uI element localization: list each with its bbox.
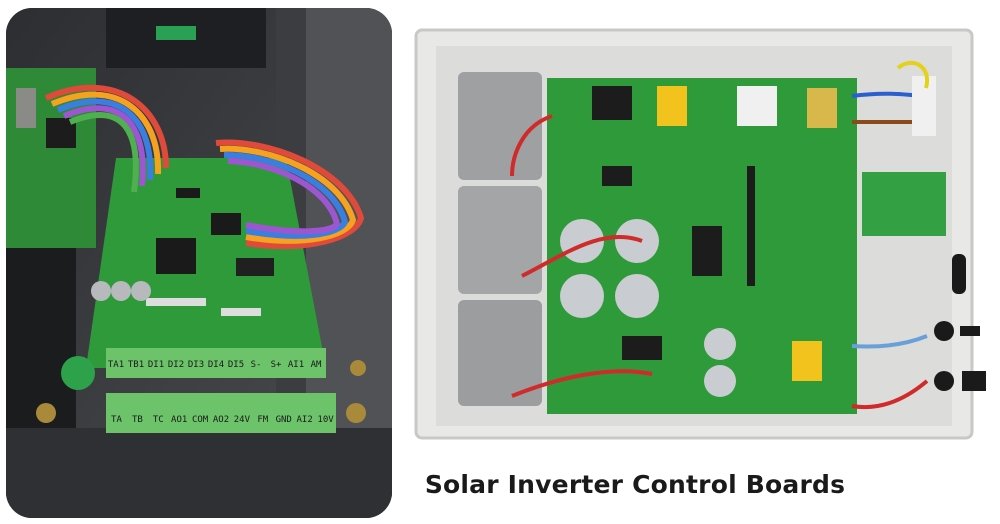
- terminal-label: DI4: [208, 360, 224, 370]
- terminal-label: S+: [271, 360, 282, 370]
- left-photo-control-board: TA1 TB1 DI1 DI2 DI3 DI4 DI5 S- S+ AI1 AM TA TB TC AO1…: [6, 8, 392, 518]
- terminal-label: 24V: [234, 415, 251, 425]
- heatsink-pad-3: [458, 300, 542, 406]
- aux-board: [862, 172, 946, 236]
- dc-connector-2: [934, 371, 954, 391]
- terminal-label: TB: [132, 415, 143, 425]
- capacitor-4: [615, 274, 659, 318]
- terminal-label: DI5: [228, 360, 244, 370]
- capacitor-3: [560, 274, 604, 318]
- terminal-label: TA: [111, 415, 122, 425]
- transformer-bottom: [792, 341, 822, 381]
- ac-terminal: [912, 76, 936, 136]
- manufacturer-badge: [61, 356, 95, 390]
- terminal-label: AI2: [297, 415, 313, 425]
- terminal-label: 10V: [317, 415, 334, 425]
- screw-left: [36, 403, 56, 423]
- heatsink-pad-2: [458, 186, 542, 294]
- ribbon-cable-right: [215, 139, 365, 250]
- terminal-label: AO1: [171, 415, 187, 425]
- blue-wire: [851, 91, 923, 98]
- left-photo-illustration: TA1 TB1 DI1 DI2 DI3 DI4 DI5 S- S+ AI1 AM TA TB TC AO1…: [6, 8, 392, 518]
- terminal-block-top: [106, 348, 326, 378]
- ribbon-cable-left: [44, 84, 169, 193]
- terminal-label: GND: [276, 415, 292, 425]
- terminal-label: S-: [251, 360, 262, 370]
- main-control-board: [86, 158, 326, 368]
- terminal-label: AO2: [213, 415, 229, 425]
- terminal-block-bottom: [106, 393, 336, 433]
- terminal-label: DI2: [168, 360, 184, 370]
- right-photo-power-board: [412, 26, 990, 446]
- terminal-label: TA1: [108, 360, 124, 370]
- terminal-label: AI1: [288, 360, 304, 370]
- transformer-top: [657, 86, 687, 126]
- terminal-label: TB1: [128, 360, 144, 370]
- caption-title: Solar Inverter Control Boards: [424, 470, 846, 499]
- terminal-label: TC: [153, 415, 164, 425]
- dc-connector-1: [934, 321, 954, 341]
- terminal-label: DI3: [188, 360, 204, 370]
- terminal-label: COM: [192, 415, 209, 425]
- terminal-label: FM: [257, 415, 268, 425]
- red-wire-1: [510, 114, 553, 177]
- terminal-label: AM: [311, 360, 322, 370]
- screw-right: [346, 403, 366, 423]
- right-photo-illustration: [414, 28, 986, 440]
- heatsink-pad-1: [458, 72, 542, 180]
- terminal-label: DI1: [148, 360, 164, 370]
